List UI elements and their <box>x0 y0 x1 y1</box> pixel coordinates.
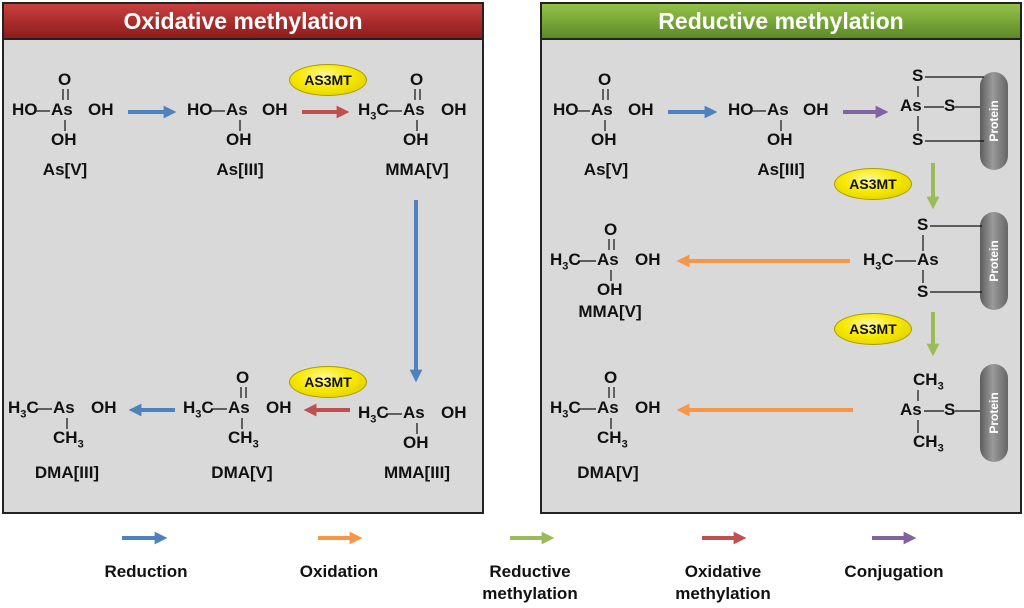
oxo-o: O <box>604 368 618 387</box>
oh-group: OH <box>635 398 661 417</box>
protein-icon: Protein <box>980 212 1008 310</box>
ho-group: HO <box>187 100 213 119</box>
legend-conjugation-label: Conjugation <box>844 562 944 581</box>
as-atom: As <box>226 100 248 119</box>
oh-group: OH <box>262 100 288 119</box>
oxidative-methylation-title: Oxidative methylation <box>4 4 482 40</box>
as-atom: As <box>51 100 73 119</box>
as-atom: As <box>228 398 250 417</box>
sulfur-atom: S <box>912 130 924 149</box>
legend-oxidation-label: Oxidation <box>299 562 379 581</box>
oxo-o: O <box>604 220 618 239</box>
as-atom: As <box>403 403 425 422</box>
as5-label: As[V] <box>583 160 629 179</box>
as-atom: As <box>403 100 425 119</box>
methyl-group: H3C <box>358 100 389 123</box>
ho-group: HO <box>12 100 38 119</box>
mma3-label: MMA[III] <box>383 463 451 482</box>
oh-group: OH <box>803 100 829 119</box>
chemical-bonds <box>36 76 984 434</box>
as3mt-enzyme-badge: AS3MT <box>289 64 367 96</box>
oh-group: OH <box>91 398 117 417</box>
oh-group: OH <box>635 250 661 269</box>
oh-group: OH <box>597 280 623 299</box>
protein-icon: Protein <box>980 364 1008 462</box>
as3mt-enzyme-badge: AS3MT <box>834 313 912 345</box>
as-atom: As <box>900 96 922 115</box>
as-atom: As <box>597 250 619 269</box>
sulfur-atom: S <box>944 96 956 115</box>
methyl-group: H3C <box>8 398 39 421</box>
oxidative-methylation-panel: Oxidative methylation <box>2 2 484 514</box>
sulfur-atom: S <box>912 66 924 85</box>
as5-label: As[V] <box>42 160 88 179</box>
mma5-label: MMA[V] <box>385 160 449 179</box>
oxo-o: O <box>410 70 424 89</box>
oh-group: OH <box>591 130 617 149</box>
as3-label: As[III] <box>757 160 805 179</box>
methyl-group: H3C <box>550 250 581 273</box>
oxo-o: O <box>236 368 250 387</box>
oh-group: OH <box>88 100 114 119</box>
methyl-group: H3C <box>863 250 894 273</box>
oh-group: OH <box>266 398 292 417</box>
ho-group: HO <box>728 100 754 119</box>
oh-group: OH <box>628 100 654 119</box>
oh-group: OH <box>403 130 429 149</box>
as-atom: As <box>767 100 789 119</box>
dma3-label: DMA[III] <box>34 463 100 482</box>
dma5-label: DMA[V] <box>211 463 273 482</box>
oh-group: OH <box>767 130 793 149</box>
sulfur-atom: S <box>917 282 929 301</box>
methyl-group: H3C <box>183 398 214 421</box>
sulfur-atom: S <box>944 400 956 419</box>
methyl-group: CH3 <box>913 432 944 455</box>
as3mt-enzyme-badge: AS3MT <box>834 168 912 200</box>
as-atom: As <box>591 100 613 119</box>
methyl-group: CH3 <box>228 428 259 451</box>
as3mt-enzyme-badge: AS3MT <box>289 366 367 398</box>
as-atom: As <box>917 250 939 269</box>
protein-icon: Protein <box>980 72 1008 170</box>
mma5-label: MMA[V] <box>578 302 642 321</box>
reductive-methylation-panel: Reductive methylation <box>540 2 1022 514</box>
oh-group: OH <box>403 433 429 452</box>
oxo-o: O <box>58 70 72 89</box>
as-atom: As <box>900 400 922 419</box>
dma5-label: DMA[V] <box>577 463 639 482</box>
methyl-group: CH3 <box>913 370 944 393</box>
as3-label: As[III] <box>216 160 264 179</box>
ho-group: HO <box>553 100 579 119</box>
oh-group: OH <box>51 130 77 149</box>
oh-group: OH <box>226 130 252 149</box>
as-atom: As <box>597 398 619 417</box>
oh-group: OH <box>441 100 467 119</box>
sulfur-atom: S <box>917 215 929 234</box>
methyl-group: CH3 <box>597 428 628 451</box>
as-atom: As <box>53 398 75 417</box>
methyl-group: H3C <box>358 403 389 426</box>
oxo-o: O <box>598 70 612 89</box>
methyl-group: CH3 <box>53 428 84 451</box>
methyl-group: H3C <box>550 398 581 421</box>
legend-reduction-label: Reduction <box>104 562 188 581</box>
oh-group: OH <box>441 403 467 422</box>
reductive-methylation-title: Reductive methylation <box>542 4 1020 40</box>
